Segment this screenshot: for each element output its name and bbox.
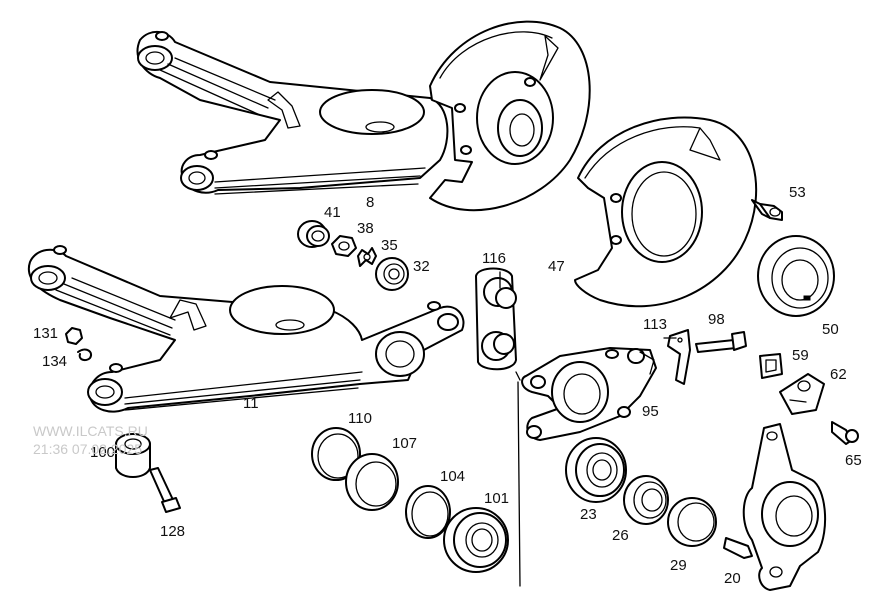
- callout-113[interactable]: 113: [643, 316, 667, 333]
- circlip-110[interactable]: [311, 427, 361, 481]
- callout-47[interactable]: 47: [548, 258, 565, 275]
- callout-128[interactable]: 128: [160, 523, 185, 540]
- upper-trailing-arm[interactable]: [136, 31, 449, 195]
- callout-50[interactable]: 50: [822, 321, 839, 338]
- bolt-65[interactable]: [831, 421, 859, 445]
- callout-29[interactable]: 29: [670, 557, 687, 574]
- watermark-timestamp: 21:36 07.02.2025: [33, 441, 142, 457]
- callout-101[interactable]: 101: [484, 490, 509, 507]
- leader-lines: [499, 271, 677, 587]
- seal-26[interactable]: [623, 475, 669, 525]
- ring-107[interactable]: [345, 453, 399, 511]
- callouts: 8 41 38 35 32 116 47 53 50 113 98 59 62 …: [33, 184, 862, 587]
- callout-41[interactable]: 41: [324, 204, 341, 221]
- clip-134[interactable]: [77, 348, 92, 362]
- callout-26[interactable]: 26: [612, 527, 629, 544]
- watermark-site: WWW.ILCATS.RU: [33, 423, 148, 439]
- bolt-53[interactable]: [751, 199, 783, 221]
- callout-98[interactable]: 98: [708, 311, 725, 328]
- mount-116[interactable]: [475, 267, 517, 371]
- bearing-23[interactable]: [565, 437, 627, 503]
- callout-65[interactable]: 65: [845, 452, 862, 469]
- callout-95[interactable]: 95: [642, 403, 659, 420]
- callout-107[interactable]: 107: [392, 435, 417, 452]
- callout-110[interactable]: 110: [348, 410, 372, 427]
- callout-20[interactable]: 20: [724, 570, 741, 587]
- nut-131[interactable]: [65, 327, 83, 345]
- upper-brake-shield[interactable]: [429, 20, 591, 212]
- callout-11[interactable]: 11: [243, 395, 259, 412]
- bolt-128[interactable]: [149, 467, 181, 513]
- callout-104[interactable]: 104: [440, 468, 465, 485]
- bushing-41[interactable]: [297, 220, 330, 248]
- bolt-98[interactable]: [695, 331, 747, 353]
- callout-62[interactable]: 62: [830, 366, 847, 383]
- wheel-carrier-95[interactable]: [521, 347, 657, 441]
- part-59[interactable]: [759, 353, 783, 379]
- callout-53[interactable]: 53: [789, 184, 806, 201]
- sensor-62[interactable]: [779, 373, 825, 415]
- nut-38[interactable]: [331, 235, 357, 257]
- callout-23[interactable]: 23: [580, 506, 597, 523]
- callout-116[interactable]: 116: [482, 250, 506, 267]
- plate-50[interactable]: [757, 235, 835, 317]
- callout-35[interactable]: 35: [381, 237, 398, 254]
- callout-134[interactable]: 134: [42, 353, 67, 370]
- hub-flange-20[interactable]: [723, 423, 827, 591]
- ring-29[interactable]: [667, 497, 717, 547]
- callout-100[interactable]: 100: [90, 444, 115, 461]
- brake-shield-47[interactable]: [574, 116, 758, 308]
- callout-32[interactable]: 32: [413, 258, 430, 275]
- callout-59[interactable]: 59: [792, 347, 809, 364]
- callout-131[interactable]: 131: [33, 325, 58, 342]
- circlip-104[interactable]: [405, 485, 451, 539]
- bearing-101[interactable]: [443, 507, 509, 573]
- lower-trailing-arm[interactable]: [27, 245, 465, 413]
- callout-38[interactable]: 38: [357, 220, 374, 237]
- washer-35[interactable]: [357, 247, 377, 267]
- callout-8[interactable]: 8: [366, 194, 374, 211]
- mount-100[interactable]: [115, 433, 151, 478]
- bearing-32[interactable]: [375, 257, 409, 291]
- bracket-113[interactable]: [667, 329, 691, 385]
